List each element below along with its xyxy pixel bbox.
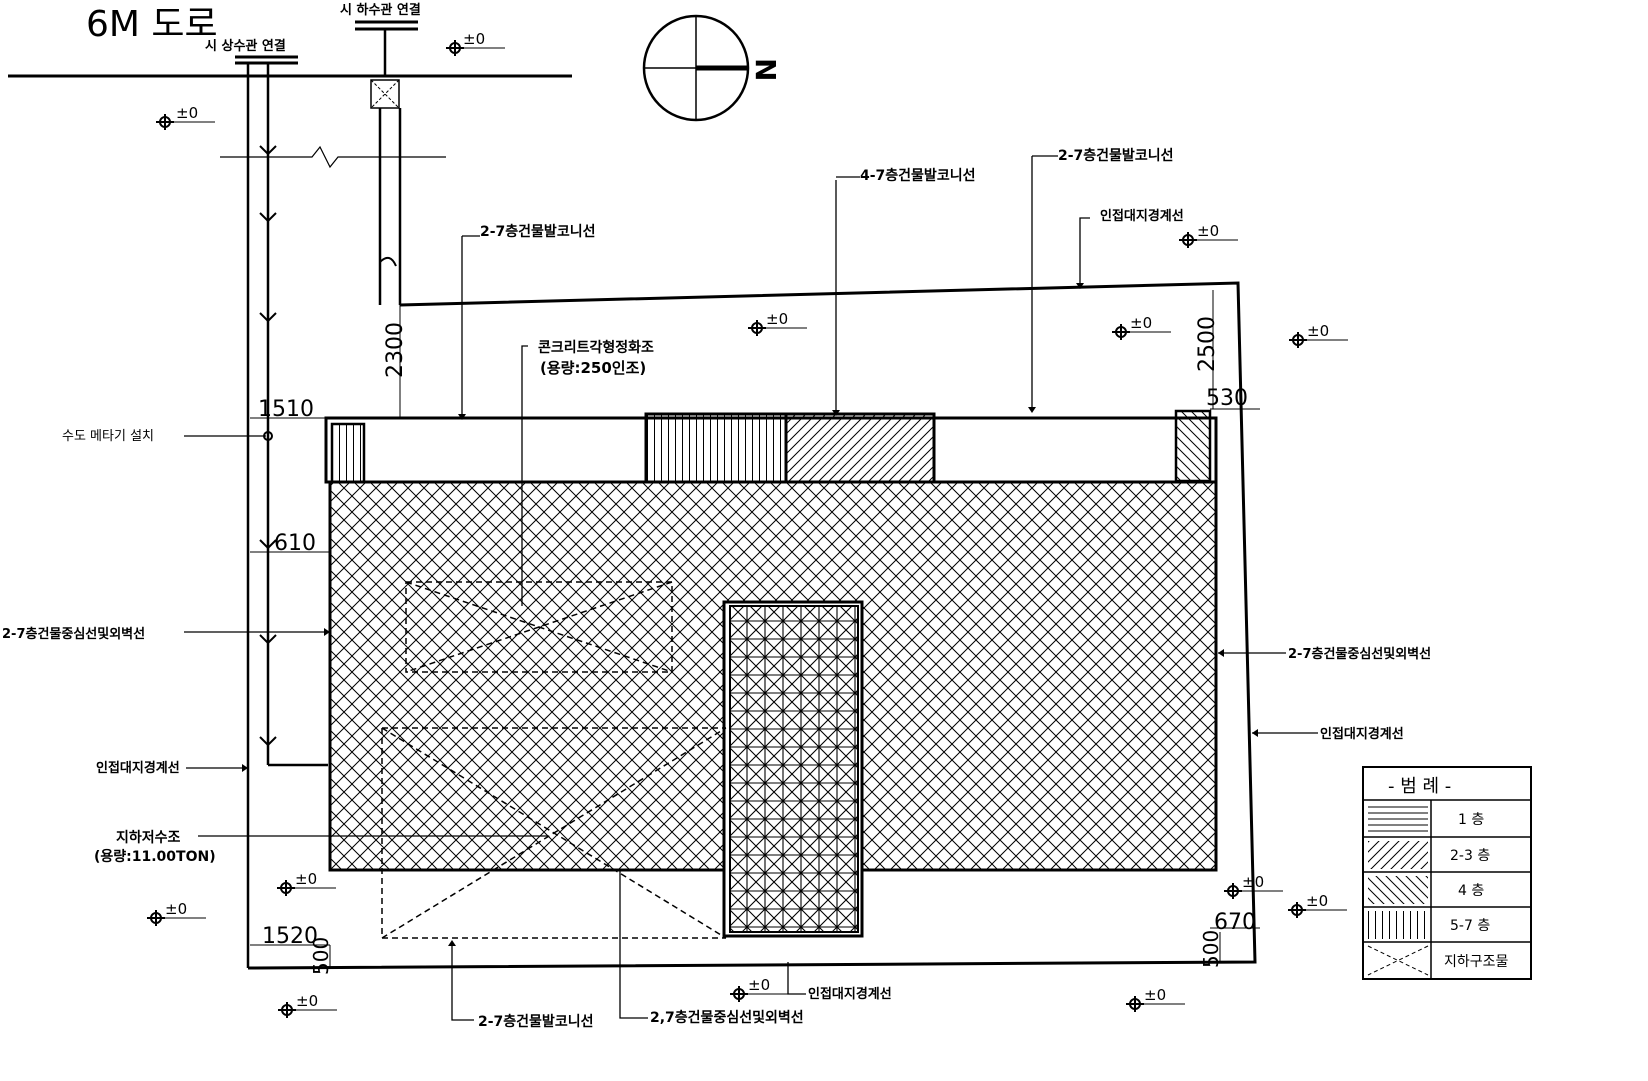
water-flow-arrows (259, 145, 277, 747)
level-marker: ±0 (277, 870, 336, 896)
level-marker: ±0 (1112, 314, 1171, 340)
level-marker-label: ±0 (1306, 892, 1328, 910)
water-main-label: 시 상수관 연결 (205, 38, 286, 54)
level-marker: ±0 (730, 976, 789, 1002)
dim-530: 530 (1206, 386, 1248, 411)
level-marker-label: ±0 (1307, 322, 1329, 340)
legend-swatch-underground (1367, 945, 1429, 976)
label-balcony-2-7-bottom: 2-7층건물발코니선 (478, 1013, 593, 1030)
legend-swatch-5-7f (1368, 911, 1428, 939)
legend: - 범 례 - 1 층 2-3 층 4 층 5-7 층 지하구조물 (1362, 766, 1532, 980)
level-marker-label: ±0 (1130, 314, 1152, 332)
label-septic-1: 콘크리트각형정화조 (538, 339, 654, 356)
label-balcony-2-7-top: 2-7층건물발코니선 (480, 223, 595, 240)
leader-arrowheads (242, 283, 1258, 946)
site-boundary (248, 281, 1257, 970)
stair-right (1174, 409, 1212, 483)
road-label: 6M 도로 (86, 4, 218, 45)
sewer-main-label: 시 하수관 연결 (340, 2, 421, 18)
north-arrow: N (642, 14, 782, 122)
level-marker-label: ±0 (1197, 222, 1219, 240)
dim-1520: 1520 (262, 924, 318, 949)
legend-label-1f: 1 층 (1458, 812, 1484, 828)
label-balcony-4-7: 4-7층건물발코니선 (860, 167, 975, 184)
level-marker: ±0 (1288, 892, 1347, 918)
balcony-vert-block (644, 412, 788, 484)
label-reservoir-2: (용량:11.00TON) (94, 849, 216, 865)
sewer-pipe-joint (379, 256, 397, 267)
septic-tank-outline (405, 581, 673, 673)
label-septic-2: (용량:250인조) (540, 359, 646, 377)
level-marker: ±0 (748, 310, 807, 336)
balcony-diag-block (784, 412, 936, 484)
level-marker: ±0 (1289, 322, 1348, 348)
legend-title: - 범 례 - (1388, 776, 1451, 797)
level-marker-label: ±0 (1144, 986, 1166, 1004)
label-reservoir-1: 지하저수조 (116, 829, 181, 846)
label-boundary-left: 인접대지경계선 (96, 760, 180, 776)
dim-2300: 2300 (383, 322, 408, 378)
level-marker-label: ±0 (165, 900, 187, 918)
label-water-meter: 수도 메타기 설치 (62, 429, 154, 444)
label-boundary-bottom: 인접대지경계선 (808, 986, 892, 1002)
dimension-lines (250, 290, 1260, 968)
level-marker-label: ±0 (296, 992, 318, 1010)
north-arrow-label: N (749, 58, 782, 81)
dim-670: 670 (1214, 910, 1256, 935)
level-marker-label: ±0 (766, 310, 788, 328)
level-marker: ±0 (156, 104, 215, 130)
level-marker-label: ±0 (748, 976, 770, 994)
legend-label-2-3f: 2-3 층 (1450, 848, 1490, 864)
level-marker-label: ±0 (1242, 873, 1264, 891)
level-marker: ±0 (1126, 986, 1185, 1012)
label-balcony-2-7-top-right: 2-7층건물발코니선 (1058, 147, 1173, 164)
level-marker-label: ±0 (295, 870, 317, 888)
legend-label-4f: 4 층 (1458, 883, 1484, 899)
legend-label-5-7f: 5-7 층 (1450, 918, 1490, 934)
core-block-fill (729, 605, 859, 933)
legend-swatch-2-3f (1368, 841, 1428, 869)
dim-500-right: 500 (1199, 930, 1223, 968)
legend-label-underground: 지하구조물 (1444, 954, 1509, 970)
label-center-wall-bottom: 2,7층건물중심선및외벽선 (650, 1009, 804, 1026)
level-marker-label: ±0 (176, 104, 198, 122)
dim-500-left: 500 (309, 937, 333, 975)
dim-2500: 2500 (1195, 316, 1220, 372)
leader-lines (184, 156, 1318, 1021)
label-center-wall-right: 2-7층건물중심선및외벽선 (1288, 646, 1431, 662)
level-marker-label: ±0 (463, 30, 485, 48)
level-markers: ±0 ±0 ±0 ±0 ±0 ±0 ±0 ±0 ±0 ±0 ±0 ±0 ±0 (147, 30, 1348, 1018)
dim-610: 610 (274, 531, 316, 556)
sewer-manhole (370, 79, 400, 109)
dim-1510: 1510 (258, 397, 314, 422)
level-marker: ±0 (147, 900, 206, 926)
sewer-manhole-cross (370, 79, 400, 109)
legend-swatch-1f (1368, 805, 1428, 833)
label-boundary-right: 인접대지경계선 (1320, 726, 1404, 742)
level-marker: ±0 (1224, 873, 1283, 899)
reservoir-outline (381, 727, 727, 939)
label-boundary-top: 인접대지경계선 (1100, 208, 1184, 224)
legend-swatch-4f (1368, 876, 1428, 904)
water-meter-symbol (263, 431, 273, 441)
stair-left (330, 422, 366, 484)
level-marker: ±0 (446, 30, 505, 56)
level-marker: ±0 (1179, 222, 1238, 248)
level-marker: ±0 (278, 992, 337, 1018)
label-center-wall-left: 2-7층건물중심선및외벽선 (2, 626, 145, 642)
break-line (220, 145, 446, 169)
